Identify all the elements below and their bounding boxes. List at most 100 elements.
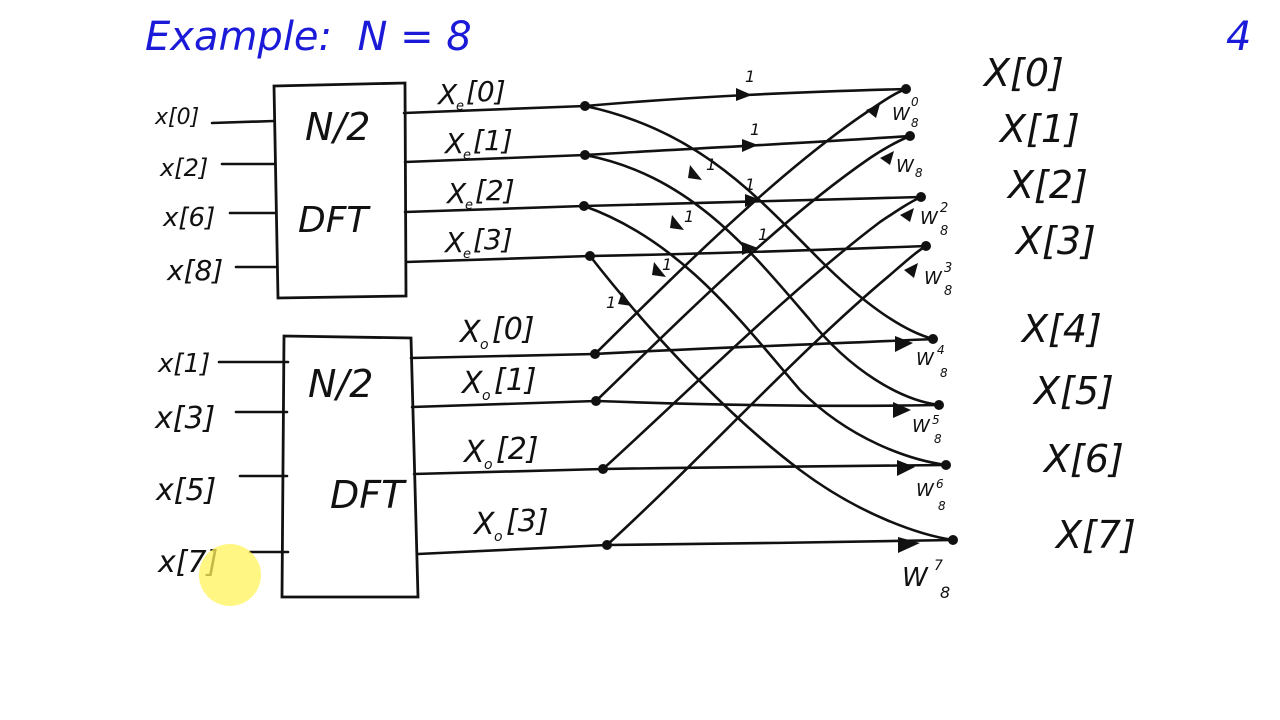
svg-text:W: W <box>892 104 911 125</box>
even-output-label-2: X e [2] <box>445 174 515 213</box>
odd-input-label-1: x[3] <box>154 401 215 436</box>
output-label-7: X[7] <box>1054 513 1136 557</box>
odd-cross-branches <box>593 87 928 547</box>
svg-text:8: 8 <box>940 224 948 239</box>
arrow-up0 <box>866 104 880 118</box>
twiddle-w8-2: W 2 8 <box>920 201 948 239</box>
svg-text:7: 7 <box>934 558 943 574</box>
svg-text:8: 8 <box>940 583 950 602</box>
svg-text:X: X <box>460 366 484 401</box>
node-out-4 <box>928 334 938 344</box>
odd-output-label-3: X o [3] <box>472 504 549 545</box>
even-input-wire-0 <box>210 119 276 125</box>
branch-even0-out0 <box>583 87 908 108</box>
svg-text:8: 8 <box>940 366 948 380</box>
node-out-5 <box>934 400 944 410</box>
svg-text:8: 8 <box>938 499 946 513</box>
svg-text:X: X <box>445 177 467 210</box>
odd-dft-label-dft: DFT <box>330 473 407 517</box>
even-input-label-1: x[2] <box>159 154 208 182</box>
svg-text:X: X <box>472 507 496 542</box>
gain-label: 1 <box>758 225 768 244</box>
odd-dft-block: N/2 DFT x[1] x[3] x[5] x[7] <box>154 334 420 599</box>
svg-text:[3]: [3] <box>506 504 549 539</box>
branch-odd3-out3 <box>605 244 928 547</box>
slide-title: Example: N = 8 <box>145 14 472 60</box>
branch-even1-out5 <box>583 153 941 407</box>
svg-text:4: 4 <box>937 343 945 357</box>
cursor-highlight <box>199 544 261 606</box>
svg-text:W: W <box>896 156 915 177</box>
node-out-2 <box>916 192 926 202</box>
arrow-up3 <box>904 263 918 278</box>
node-out-3 <box>921 241 931 251</box>
svg-text:e: e <box>456 99 464 114</box>
svg-text:5: 5 <box>932 413 940 427</box>
svg-text:[2]: [2] <box>496 432 539 467</box>
even-output-wire-2 <box>403 204 586 214</box>
node-even-3 <box>585 251 595 261</box>
arrow-out3 <box>742 242 758 255</box>
gain-label: 1 <box>706 155 716 174</box>
svg-text:W: W <box>912 416 931 437</box>
output-label-2: X[2] <box>1006 163 1088 207</box>
branch-odd0-out0 <box>593 87 908 356</box>
gain-label: 1 <box>684 207 694 226</box>
odd-output-label-0: X o [0] <box>458 312 535 353</box>
svg-text:e: e <box>463 148 471 163</box>
branch-odd2-out6 <box>601 463 948 471</box>
branch-odd2-out2 <box>601 195 923 471</box>
even-output-label-0: X e [0] <box>436 75 506 114</box>
twiddle-w8-5: W 5 8 <box>912 413 942 446</box>
svg-text:X: X <box>458 315 482 350</box>
twiddle-w8-0: W 0 8 <box>892 95 919 130</box>
twiddle-w8-3: W 3 8 <box>924 261 952 299</box>
svg-text:e: e <box>465 198 473 213</box>
even-input-label-0: x[0] <box>154 105 199 130</box>
branch-even3-out3 <box>588 244 928 258</box>
svg-text:X: X <box>443 127 465 160</box>
svg-text:[3]: [3] <box>473 223 513 256</box>
odd-output-label-2: X o [2] <box>462 432 539 473</box>
node-even-1 <box>580 150 590 160</box>
svg-text:W: W <box>920 208 939 229</box>
branch-odd0-out4 <box>593 337 935 356</box>
svg-text:W: W <box>916 349 935 370</box>
twiddle-w8-1: W 8 <box>896 156 923 180</box>
arrow-out5 <box>893 402 911 418</box>
node-odd-1 <box>591 396 601 406</box>
branch-even0-out4 <box>583 104 935 341</box>
svg-text:o: o <box>494 529 503 545</box>
branch-odd1-out1 <box>594 134 912 403</box>
node-out-0 <box>901 84 911 94</box>
svg-text:[0]: [0] <box>466 75 506 108</box>
even-output-wire-0 <box>402 104 587 115</box>
node-even-2 <box>579 201 589 211</box>
even-output-wire-3 <box>404 254 592 264</box>
svg-text:o: o <box>480 337 489 353</box>
even-dft-block: N/2 DFT x[0] x[2] x[6] x[8] <box>154 81 408 300</box>
twiddle-labels: W 0 8 W 8 W 2 8 W 3 8 W 4 8 W 5 8 <box>892 95 952 602</box>
svg-text:8: 8 <box>911 116 919 130</box>
svg-text:8: 8 <box>915 166 923 180</box>
node-odd-0 <box>590 349 600 359</box>
even-output-label-3: X e [3] <box>443 223 513 262</box>
even-output-labels: X e [0] X e [1] X e [2] X e [3] <box>436 75 515 262</box>
even-input-label-2: x[6] <box>162 203 215 233</box>
even-dft-box <box>272 81 408 300</box>
odd-output-label-1: X o [1] <box>460 363 537 404</box>
arrow-out7 <box>898 537 920 553</box>
svg-text:8: 8 <box>944 284 952 299</box>
output-label-5: X[5] <box>1032 369 1114 413</box>
svg-text:2: 2 <box>940 201 948 216</box>
odd-dft-box <box>280 334 420 599</box>
odd-output-wire-0 <box>409 352 597 360</box>
svg-text:[0]: [0] <box>492 312 535 347</box>
twiddle-w8-6: W 6 8 <box>916 477 946 513</box>
svg-text:[1]: [1] <box>494 363 537 398</box>
arrow-cross0 <box>688 165 702 180</box>
arrow-out6 <box>897 460 915 476</box>
arrow-up2 <box>900 208 914 222</box>
svg-text:6: 6 <box>936 477 944 491</box>
